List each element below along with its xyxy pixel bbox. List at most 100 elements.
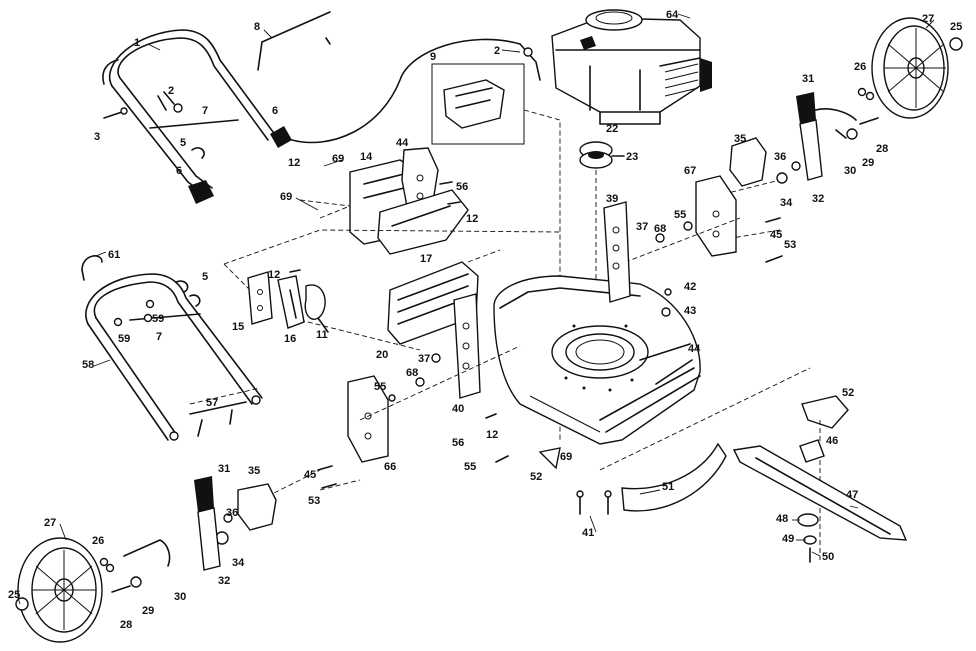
callout-12: 12 [486, 429, 498, 441]
callout-45: 45 [304, 469, 316, 481]
callout-39: 39 [606, 193, 618, 205]
callout-27: 27 [922, 13, 934, 25]
callout-1: 1 [134, 37, 140, 49]
callout-68: 68 [654, 223, 666, 235]
callout-52: 52 [842, 387, 854, 399]
callout-37: 37 [418, 353, 430, 365]
callout-28: 28 [876, 143, 888, 155]
callout-58: 58 [82, 359, 94, 371]
callout-55: 55 [374, 381, 386, 393]
callout-46: 46 [826, 435, 838, 447]
callout-69: 69 [280, 191, 292, 203]
callout-53: 53 [784, 239, 796, 251]
callout-6: 6 [272, 105, 278, 117]
plate-35-left [237, 483, 277, 531]
callout-8: 8 [254, 21, 260, 33]
callout-29: 29 [862, 157, 874, 169]
callout-22: 22 [606, 123, 618, 135]
baffle-51 [599, 367, 811, 512]
callout-14: 14 [360, 151, 373, 163]
adjust-link-16 [277, 275, 305, 329]
callout-66: 66 [384, 461, 396, 473]
callout-69: 69 [332, 153, 344, 165]
callout-20: 20 [376, 349, 388, 361]
clip-5-upper [191, 147, 205, 159]
callout-55: 55 [464, 461, 476, 473]
callout-23: 23 [626, 151, 638, 163]
callout-51: 51 [662, 481, 674, 493]
callout-55: 55 [674, 209, 686, 221]
callout-35: 35 [248, 465, 260, 477]
callout-15: 15 [232, 321, 244, 333]
callout-68: 68 [406, 367, 418, 379]
callout-31: 31 [802, 73, 814, 85]
callout-2: 2 [168, 85, 174, 97]
callout-2: 2 [494, 45, 500, 57]
callout-56: 56 [456, 181, 468, 193]
callout-16: 16 [284, 333, 296, 345]
height-plate-39 [603, 201, 631, 303]
small-hardware [289, 181, 783, 489]
callout-67: 67 [684, 165, 696, 177]
callout-11: 11 [316, 329, 328, 341]
callout-17: 17 [420, 253, 432, 265]
callout-3: 3 [94, 131, 100, 143]
callout-28: 28 [120, 619, 132, 631]
callout-47: 47 [846, 489, 858, 501]
callout-59: 59 [152, 313, 164, 325]
callout-30: 30 [844, 165, 856, 177]
callout-27: 27 [44, 517, 56, 529]
callout-7: 7 [156, 331, 162, 343]
callout-12: 12 [268, 269, 280, 281]
upper-handle [102, 29, 292, 204]
callout-42: 42 [684, 281, 696, 293]
control-box-9 [431, 63, 561, 440]
callout-69: 69 [560, 451, 572, 463]
callout-44: 44 [688, 343, 701, 355]
callout-45: 45 [770, 229, 782, 241]
handle-bolt-3 [103, 107, 128, 119]
callout-32: 32 [812, 193, 824, 205]
callout-57: 57 [206, 397, 218, 409]
control-cable-2 [291, 38, 541, 144]
callout-12: 12 [466, 213, 478, 225]
callout-7: 7 [202, 105, 208, 117]
callout-9: 9 [430, 51, 436, 63]
mulch-cover-52-lower [538, 447, 561, 470]
callout-12: 12 [288, 157, 300, 169]
height-plate-40 [453, 293, 481, 399]
mulch-plug-20 [387, 249, 501, 345]
callout-61: 61 [108, 249, 120, 261]
adjuster-lever-31-right [796, 92, 823, 181]
axle-bracket-66 [347, 345, 521, 463]
callout-30: 30 [174, 591, 186, 603]
callout-31: 31 [218, 463, 230, 475]
wheel-27-left [17, 537, 103, 643]
callout-43: 43 [684, 305, 696, 317]
callout-labels: 1 2 2 3 5 5 6 6 7 7 8 9 11 12 12 12 12 1… [8, 9, 962, 631]
blade-47 [732, 445, 908, 541]
adjust-link-15 [247, 271, 273, 325]
baffle-bolts-41 [576, 490, 612, 515]
engine-64 [551, 9, 712, 125]
callout-36: 36 [226, 507, 238, 519]
handle-knob-2 [157, 91, 183, 113]
callout-25: 25 [950, 21, 962, 33]
deck-housing-44 [493, 275, 701, 445]
callout-64: 64 [666, 9, 679, 21]
callout-37: 37 [636, 221, 648, 233]
blade-bolt-46 [799, 439, 825, 463]
callout-34: 34 [780, 197, 793, 209]
callout-36: 36 [774, 151, 786, 163]
bail-61 [81, 255, 103, 281]
spring-11 [304, 284, 329, 333]
leader-lines [17, 13, 935, 605]
callout-59: 59 [118, 333, 130, 345]
callout-56: 56 [452, 437, 464, 449]
hubcap-25-right [949, 37, 963, 51]
callout-34: 34 [232, 557, 245, 569]
callout-41: 41 [582, 527, 594, 539]
callout-26: 26 [92, 535, 104, 547]
